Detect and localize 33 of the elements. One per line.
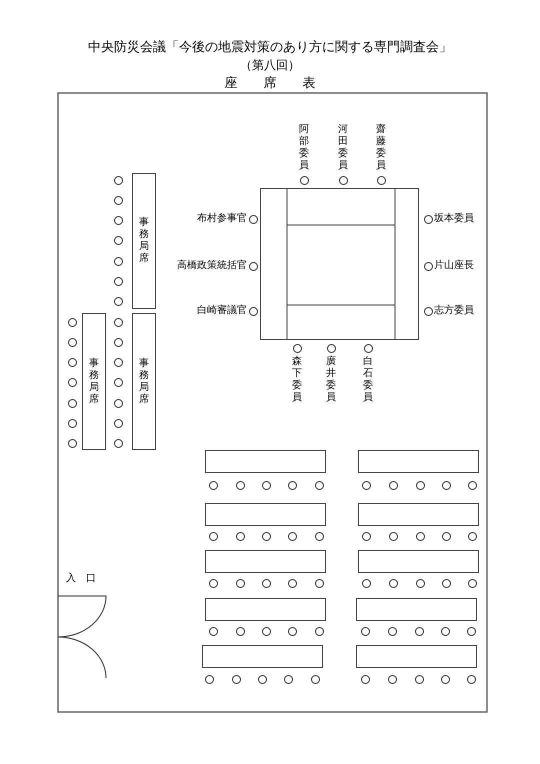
table-label: 事務局席	[138, 217, 150, 265]
table-box	[356, 645, 477, 668]
table-box	[358, 450, 479, 473]
seat-name: 高橋政策統括官	[177, 260, 247, 272]
table-box	[358, 503, 479, 526]
table-box	[82, 313, 106, 450]
seat-name: 白崎審議官	[197, 305, 247, 317]
seat-name: 廣井委員	[326, 356, 336, 404]
seat-name: 河田委員	[338, 124, 348, 172]
seat-name: 坂本委員	[434, 213, 474, 225]
table-box	[205, 598, 326, 621]
seat-name: 片山座長	[434, 260, 474, 272]
table-box	[205, 550, 326, 573]
seat-name: 志方委員	[434, 305, 474, 317]
subtitle: （第八回）	[239, 58, 301, 73]
heading: 座 席 表	[224, 76, 316, 91]
entrance-label: 入 口	[66, 573, 96, 585]
table-box	[205, 450, 326, 473]
table-box	[132, 313, 156, 450]
table-box	[356, 598, 477, 621]
seat-name: 阿部委員	[298, 124, 310, 172]
table-box	[202, 645, 323, 668]
table-box	[205, 503, 326, 526]
seat-name: 布村参事官	[197, 213, 247, 225]
seat-name: 白石委員	[362, 356, 374, 404]
seat-name: 齋藤委員	[376, 124, 386, 172]
table-label: 事務局席	[88, 358, 100, 406]
table-label: 事務局席	[138, 358, 150, 406]
table-box	[132, 173, 156, 309]
seat-name: 森下委員	[292, 356, 302, 404]
title: 中央防災会議「今後の地震対策のあり方に関する専門調査会」	[87, 40, 453, 55]
table-box	[260, 188, 419, 340]
table-box	[358, 550, 479, 573]
